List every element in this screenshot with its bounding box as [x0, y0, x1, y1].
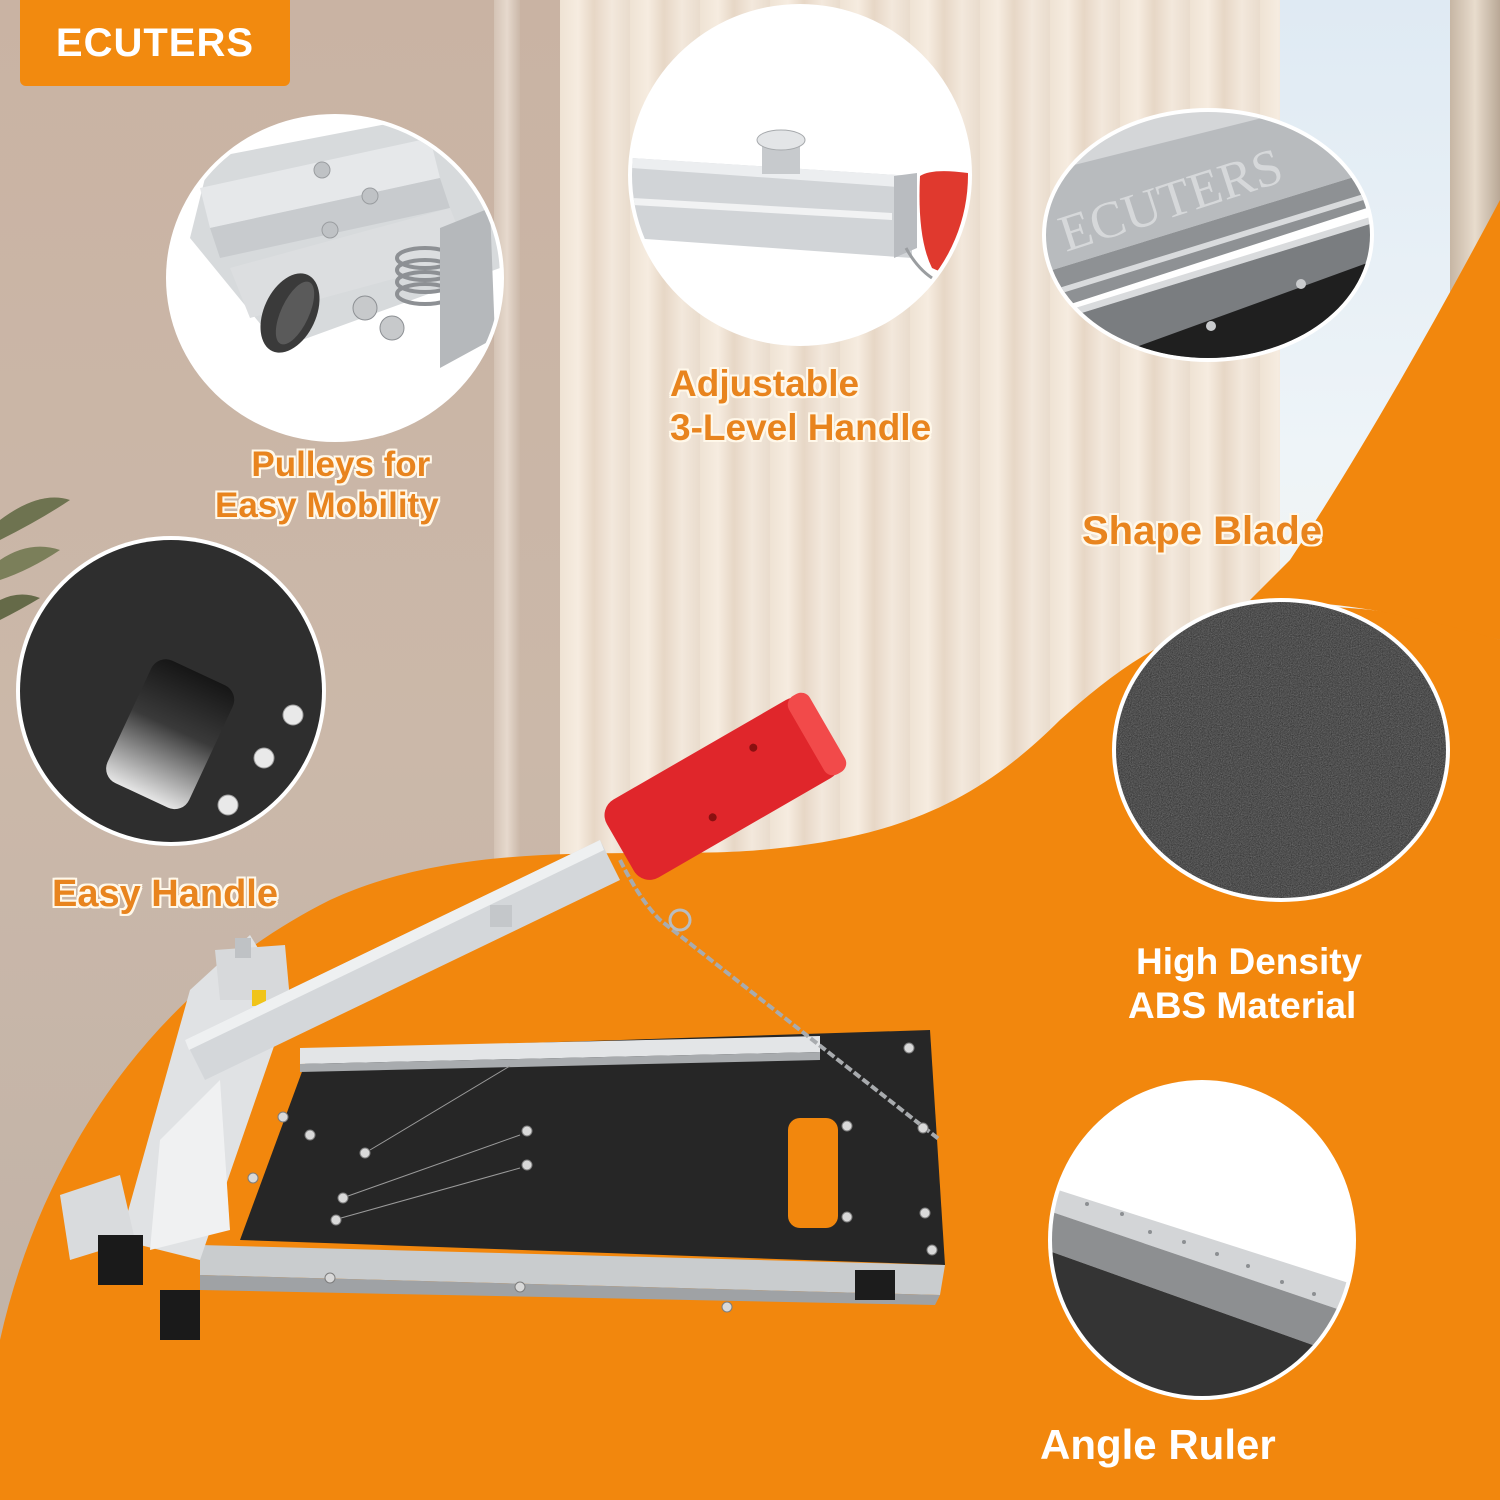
- feature-image-abs: [1116, 602, 1446, 898]
- handle-knob-icon: [632, 8, 968, 342]
- label-line: Pulleys for: [251, 445, 431, 484]
- feature-image-pulleys: [170, 118, 500, 438]
- angle-ruler-icon: [1052, 1084, 1352, 1396]
- brand-name: ECUTERS: [55, 20, 255, 65]
- feature-label-blade: Shape Blade: [1082, 508, 1322, 555]
- feature-label-pulleys: Pulleys for Easy Mobility: [215, 444, 439, 527]
- feature-image-easy-handle: [20, 540, 322, 842]
- label-line: Angle Ruler: [1040, 1421, 1276, 1468]
- feature-label-handle-adjust: Adjustable 3-Level Handle: [670, 362, 931, 449]
- label-line: ABS Material: [1128, 984, 1357, 1026]
- feature-label-ruler: Angle Ruler: [1040, 1420, 1276, 1470]
- wheel-caster-icon: [170, 118, 500, 438]
- label-line: 3-Level Handle: [670, 406, 932, 448]
- label-line: Easy Mobility: [215, 486, 439, 526]
- plant-icon: [0, 497, 70, 620]
- feature-image-blade: ECUTERS: [1046, 112, 1370, 358]
- feature-image-ruler: [1052, 1084, 1352, 1396]
- label-line: Adjustable: [670, 363, 860, 404]
- abs-texture-icon: [1116, 602, 1446, 898]
- blade-icon: ECUTERS: [1046, 112, 1370, 358]
- feature-label-easy-handle: Easy Handle: [52, 872, 278, 917]
- label-line: High Density: [1136, 941, 1363, 982]
- feature-image-handle-adjust: [632, 8, 968, 342]
- label-line: Easy Handle: [52, 873, 278, 915]
- feature-label-abs: High Density ABS Material: [1128, 940, 1362, 1027]
- brand-badge: ECUTERS: [20, 0, 290, 86]
- carry-handle-cutout-icon: [20, 540, 322, 842]
- label-line: Shape Blade: [1082, 509, 1323, 553]
